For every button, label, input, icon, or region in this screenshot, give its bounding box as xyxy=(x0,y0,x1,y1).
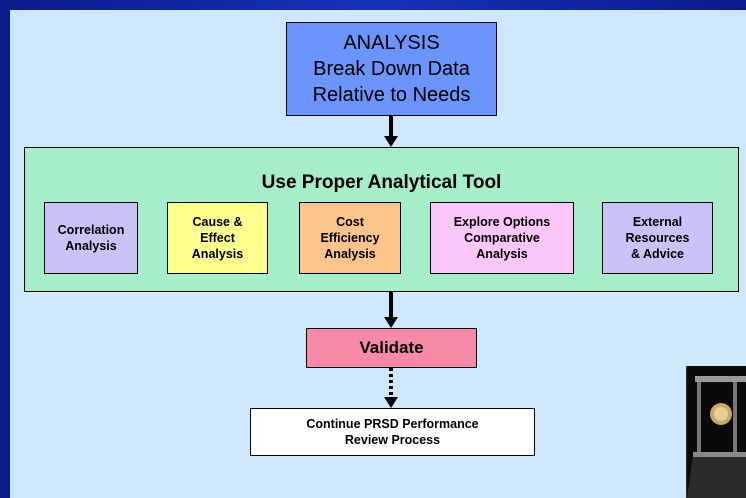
tool-label-line: Analysis xyxy=(476,247,528,261)
tool-label-line: External xyxy=(632,215,683,229)
tool-external-resources: External Resources & Advice xyxy=(602,202,713,274)
tool-label-line: Correlation xyxy=(57,223,125,237)
tool-cost-efficiency-analysis: Cost Efficiency Analysis xyxy=(299,202,401,274)
analysis-box: ANALYSIS Break Down Data Relative to Nee… xyxy=(286,22,497,116)
trophy-image-icon xyxy=(687,366,746,498)
tool-cause-effect-analysis: Cause & Effect Analysis xyxy=(167,202,268,274)
tool-label-line: Cost xyxy=(336,215,364,229)
validate-box: Validate xyxy=(306,328,477,368)
tool-label-line: Analysis xyxy=(65,239,117,253)
arrowhead-validate-to-continue xyxy=(384,397,398,408)
arrowhead-analysis-to-tools xyxy=(384,136,398,147)
tool-label-line: Explore Options xyxy=(453,215,551,229)
tool-label-line: Effect xyxy=(200,231,235,245)
connector-arrows xyxy=(384,116,398,408)
tool-label-line: Analysis xyxy=(191,247,244,261)
arrowhead-tools-to-validate xyxy=(384,317,398,328)
tool-label-line: Cause & xyxy=(192,215,243,229)
slide-canvas: ANALYSIS Break Down Data Relative to Nee… xyxy=(10,10,746,498)
tool-correlation-analysis: Correlation Analysis xyxy=(44,202,138,274)
analysis-subtitle-2: Relative to Needs xyxy=(312,84,471,106)
validate-label: Validate xyxy=(359,338,424,357)
tool-label-line: Comparative xyxy=(464,231,540,245)
analysis-subtitle-1: Break Down Data xyxy=(313,58,470,80)
tool-label-line: Efficiency xyxy=(320,231,380,245)
tool-explore-options: Explore Options Comparative Analysis xyxy=(430,202,574,274)
tool-label-line: Resources xyxy=(625,231,690,245)
continue-review-box: Continue PRSD Performance Review Process xyxy=(250,408,535,456)
trophy-photo xyxy=(686,366,746,498)
analysis-title: ANALYSIS xyxy=(343,32,440,54)
continue-label-line-1: Continue PRSD Performance xyxy=(306,417,479,431)
continue-label-line-2: Review Process xyxy=(344,433,441,447)
tool-label-line: Analysis xyxy=(324,247,376,261)
tool-panel-title: Use Proper Analytical Tool xyxy=(261,172,502,193)
tool-label-line: & Advice xyxy=(630,247,685,261)
